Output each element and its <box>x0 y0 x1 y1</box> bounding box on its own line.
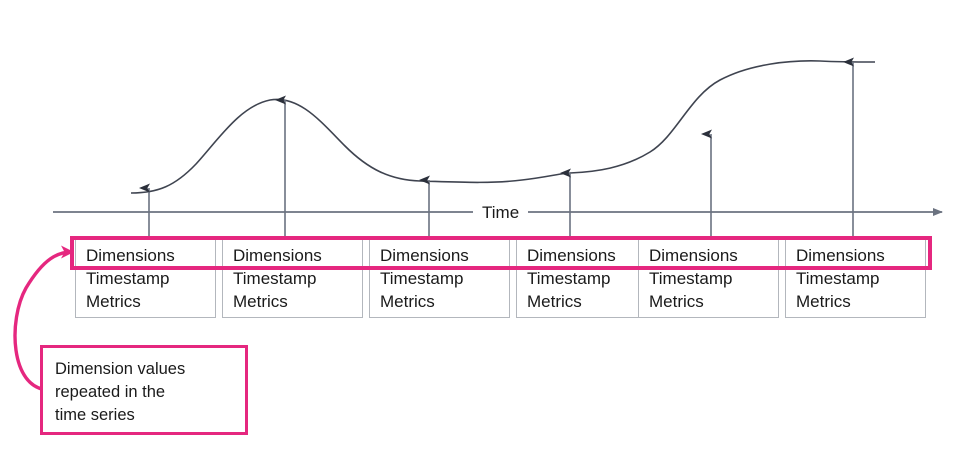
record-dimensions-label: Dimensions <box>233 246 322 265</box>
record-dimensions-label: Dimensions <box>796 246 885 265</box>
callout-connector-arrow <box>13 245 74 392</box>
callout-text-line: time series <box>55 406 135 424</box>
record-metrics-label: Metrics <box>380 292 435 311</box>
record-metrics-label: Metrics <box>233 292 288 311</box>
record-timestamp-label: Timestamp <box>233 269 317 288</box>
callout-text-line: repeated in the <box>55 383 166 401</box>
axis-label-time: Time <box>473 203 529 223</box>
record-metrics-label: Metrics <box>527 292 582 311</box>
record-dimensions-label: Dimensions <box>380 246 469 265</box>
record-timestamp-label: Timestamp <box>527 269 611 288</box>
time-series-curve <box>130 60 876 194</box>
record-dimensions-label: Dimensions <box>649 246 738 265</box>
record-dimensions-label: Dimensions <box>86 246 175 265</box>
record-metrics-label: Metrics <box>796 292 851 311</box>
callout-text-line: Dimension values <box>55 360 186 378</box>
record-timestamp-label: Timestamp <box>649 269 733 288</box>
record-timestamp-label: Timestamp <box>796 269 880 288</box>
record-metrics-label: Metrics <box>649 292 704 311</box>
callout-box: Dimension values repeated in the time seri… <box>40 345 248 435</box>
record-timestamp-label: Timestamp <box>86 269 170 288</box>
record-metrics-label: Metrics <box>86 292 141 311</box>
record-dimensions-label: Dimensions <box>527 246 616 265</box>
record-timestamp-label: Timestamp <box>380 269 464 288</box>
